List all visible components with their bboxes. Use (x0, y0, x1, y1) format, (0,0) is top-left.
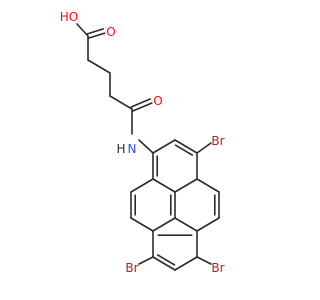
ring-bond (152, 178, 176, 193)
acid-carbonyl-bond (86, 28, 105, 35)
amide-carbonyl-bond (132, 102, 153, 112)
ring-bond (152, 256, 176, 271)
ring-bond (174, 256, 198, 271)
ring-bond (130, 178, 154, 193)
chain-bond (87, 59, 111, 74)
amide-carbonyl-bond (130, 98, 151, 108)
bromine-top-label: Br (211, 134, 224, 148)
acid-carbonyl-oxygen-label: O (106, 25, 115, 39)
ring-bond (174, 217, 198, 232)
ring-bond (152, 139, 176, 154)
bromine-bond (196, 256, 212, 265)
structure-canvas: HO O O N H Br Br Br (60, 10, 225, 275)
hydroxyl-label: HO (60, 10, 78, 24)
bromine-bond (196, 142, 212, 154)
ring-bond (196, 178, 220, 193)
acid-oh-bond (76, 23, 89, 37)
aromatic-inner-bond (156, 254, 176, 266)
ring-bond (130, 217, 154, 232)
ring-bond (174, 178, 198, 193)
bromine-bottom-right-label: Br (211, 261, 224, 275)
molecule-diagram: HO O O N H Br Br Br (60, 10, 225, 275)
aromatic-inner-bond (174, 144, 194, 156)
amine-ring-bond (138, 139, 154, 154)
bromine-bottom-left-label: Br (125, 261, 138, 275)
acid-carbonyl-bond (87, 32, 106, 39)
bond-lines (76, 23, 220, 271)
ring-bond (174, 139, 198, 154)
amide-carbonyl-oxygen-label: O (153, 94, 162, 108)
chain-bond (109, 95, 133, 110)
bromine-bond (138, 256, 154, 265)
amide-nitrogen-label: N (128, 142, 137, 156)
ring-bond (152, 217, 176, 232)
ring-bond (196, 217, 220, 232)
amide-hydrogen-label: H (116, 142, 125, 156)
